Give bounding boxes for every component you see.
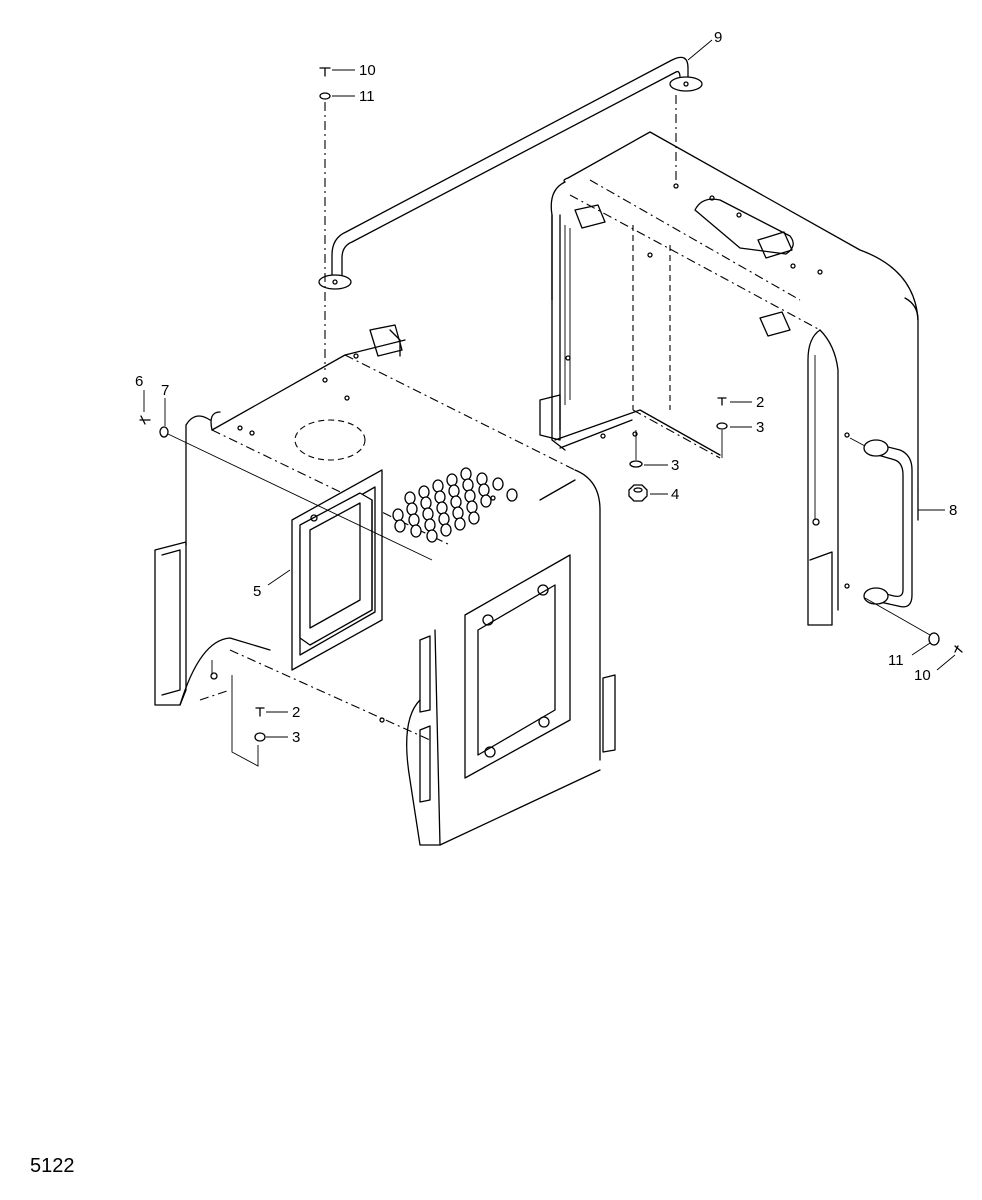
callout-3-right-a: 3 [756, 419, 764, 436]
fastener-washer-left-3 [254, 732, 266, 742]
callout-10-top: 10 [359, 62, 376, 79]
vent-grille [392, 467, 518, 543]
leader-line-handle-top [849, 437, 866, 447]
sheet-number: 5122 [30, 1155, 75, 1177]
fastener-washer-7 [159, 426, 433, 561]
callout-4: 4 [671, 486, 679, 503]
fastener-bolt-bottom-10 [954, 645, 963, 653]
fastener-bolt-left-2 [255, 707, 265, 717]
callout-6: 6 [135, 373, 143, 390]
callout-7: 7 [161, 382, 169, 399]
callout-5: 5 [253, 583, 261, 600]
callout-3-left: 3 [292, 729, 300, 746]
filter-frame [291, 469, 383, 671]
fastener-washer-bottom-11 [928, 632, 940, 646]
callout-leaders [143, 39, 956, 738]
fastener-washer-right-3b [629, 460, 643, 468]
callout-11-top: 11 [359, 88, 375, 105]
left-cover-panel [154, 324, 616, 846]
callout-2-left: 2 [292, 704, 300, 721]
fastener-washer-right-3 [716, 422, 728, 430]
callout-10-bottom: 10 [914, 667, 931, 684]
fastener-nut-4 [628, 484, 648, 502]
fastener-bolt-top-10 [319, 67, 331, 77]
callout-11-bottom: 11 [888, 652, 904, 669]
leader-line-handle-bottom [864, 597, 931, 636]
fastener-bolt-right-2 [717, 397, 727, 406]
side-handle [844, 432, 913, 608]
fastener-bolt-6 [139, 415, 151, 425]
callout-2-right: 2 [756, 394, 764, 411]
right-cover-panel [539, 131, 919, 626]
callout-8: 8 [949, 502, 957, 519]
leader-line-2-3-left [231, 675, 259, 767]
callout-9: 9 [714, 29, 722, 46]
handrail-top [318, 56, 703, 290]
fastener-washer-top-11 [319, 92, 331, 100]
callout-3-right-b: 3 [671, 457, 679, 474]
